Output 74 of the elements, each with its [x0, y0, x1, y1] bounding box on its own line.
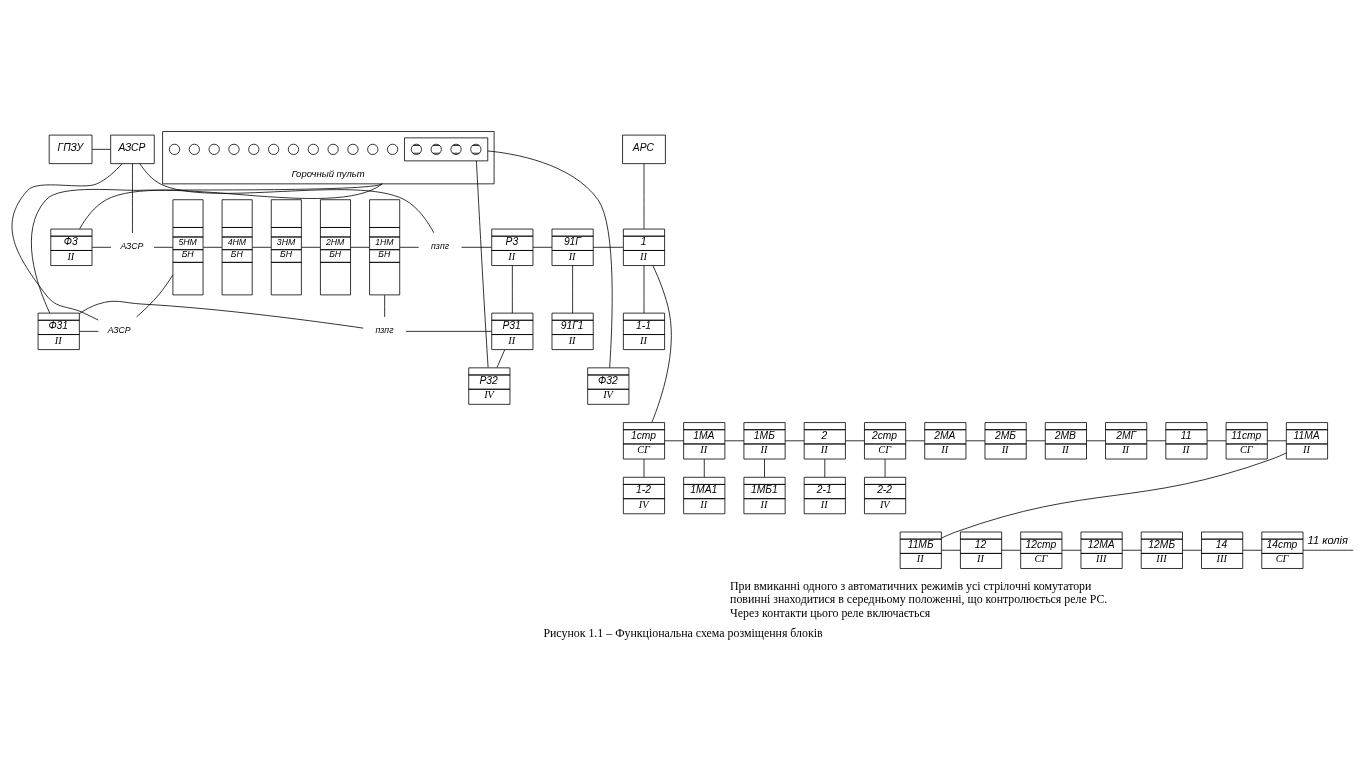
connector [784, 439, 805, 441]
connector [592, 246, 624, 248]
connector [202, 246, 223, 248]
connector [301, 246, 321, 248]
edge-label: 11 колія [1307, 533, 1348, 546]
connector [132, 162, 133, 233]
connector [1242, 549, 1263, 551]
connector [461, 246, 492, 248]
node-text: АЗСР [120, 240, 144, 251]
connector [643, 162, 645, 229]
connector [905, 439, 926, 441]
connector [965, 439, 986, 441]
node-circle [168, 143, 181, 155]
connector [824, 458, 826, 477]
connector [941, 452, 1287, 538]
node-box: ГПЗУ [48, 134, 93, 164]
node-circle [327, 143, 339, 155]
connector [79, 182, 383, 229]
connector [845, 439, 865, 441]
connector [350, 246, 370, 248]
connector [31, 182, 383, 313]
connector [1146, 439, 1167, 441]
node-circle [188, 143, 200, 155]
connector [139, 162, 435, 233]
connector [724, 439, 745, 441]
connector [1121, 549, 1142, 551]
connector [496, 348, 506, 368]
connector [136, 274, 174, 317]
connector [252, 246, 272, 248]
connector [511, 264, 513, 313]
connector [91, 246, 112, 248]
node-circle [248, 143, 260, 155]
connector [1206, 439, 1227, 441]
connector [1182, 549, 1202, 551]
node-text: пзпг [375, 324, 394, 335]
connector [405, 330, 492, 332]
connector [487, 150, 613, 368]
connector [941, 549, 961, 551]
connector [79, 330, 99, 332]
node-circle [307, 143, 319, 155]
node-box: АЗСР [110, 134, 155, 164]
node-text: АЗСР [107, 324, 131, 335]
connector [1025, 439, 1046, 441]
connector [1302, 549, 1354, 551]
node-circle [347, 143, 359, 155]
connector [664, 439, 684, 441]
caption: Рисунок 1.1 – Функціональна схема розміщення блоків [543, 625, 823, 640]
node-box: АРС [622, 134, 666, 164]
node-circle [268, 143, 280, 155]
connector [91, 148, 111, 150]
connector [399, 246, 420, 248]
node-text: пзпг [431, 240, 449, 251]
connector [651, 264, 672, 423]
connector [532, 246, 553, 248]
connector [1086, 439, 1106, 441]
connector [764, 458, 765, 477]
connector [79, 300, 364, 329]
connector [1061, 549, 1082, 551]
connector [384, 294, 386, 317]
connector [643, 264, 645, 313]
connector [11, 162, 123, 320]
connector [572, 264, 573, 313]
node-circle [228, 143, 240, 155]
node-circle [387, 143, 399, 155]
connector [703, 458, 705, 477]
cluster: Горочный пульт [162, 130, 495, 184]
connector [1267, 439, 1287, 441]
connector [153, 246, 174, 248]
connector [476, 159, 489, 368]
node-circle [208, 143, 220, 155]
connector [1001, 549, 1021, 551]
node-circle [287, 143, 299, 155]
label: При вмиканні одного з автоматичних режимів усі стрілочні комутатори повинні знаходитися в середньому положенні, що контролюється реле РС. Через контакти цього реле включається [730, 578, 1108, 620]
node-circle [367, 143, 379, 155]
